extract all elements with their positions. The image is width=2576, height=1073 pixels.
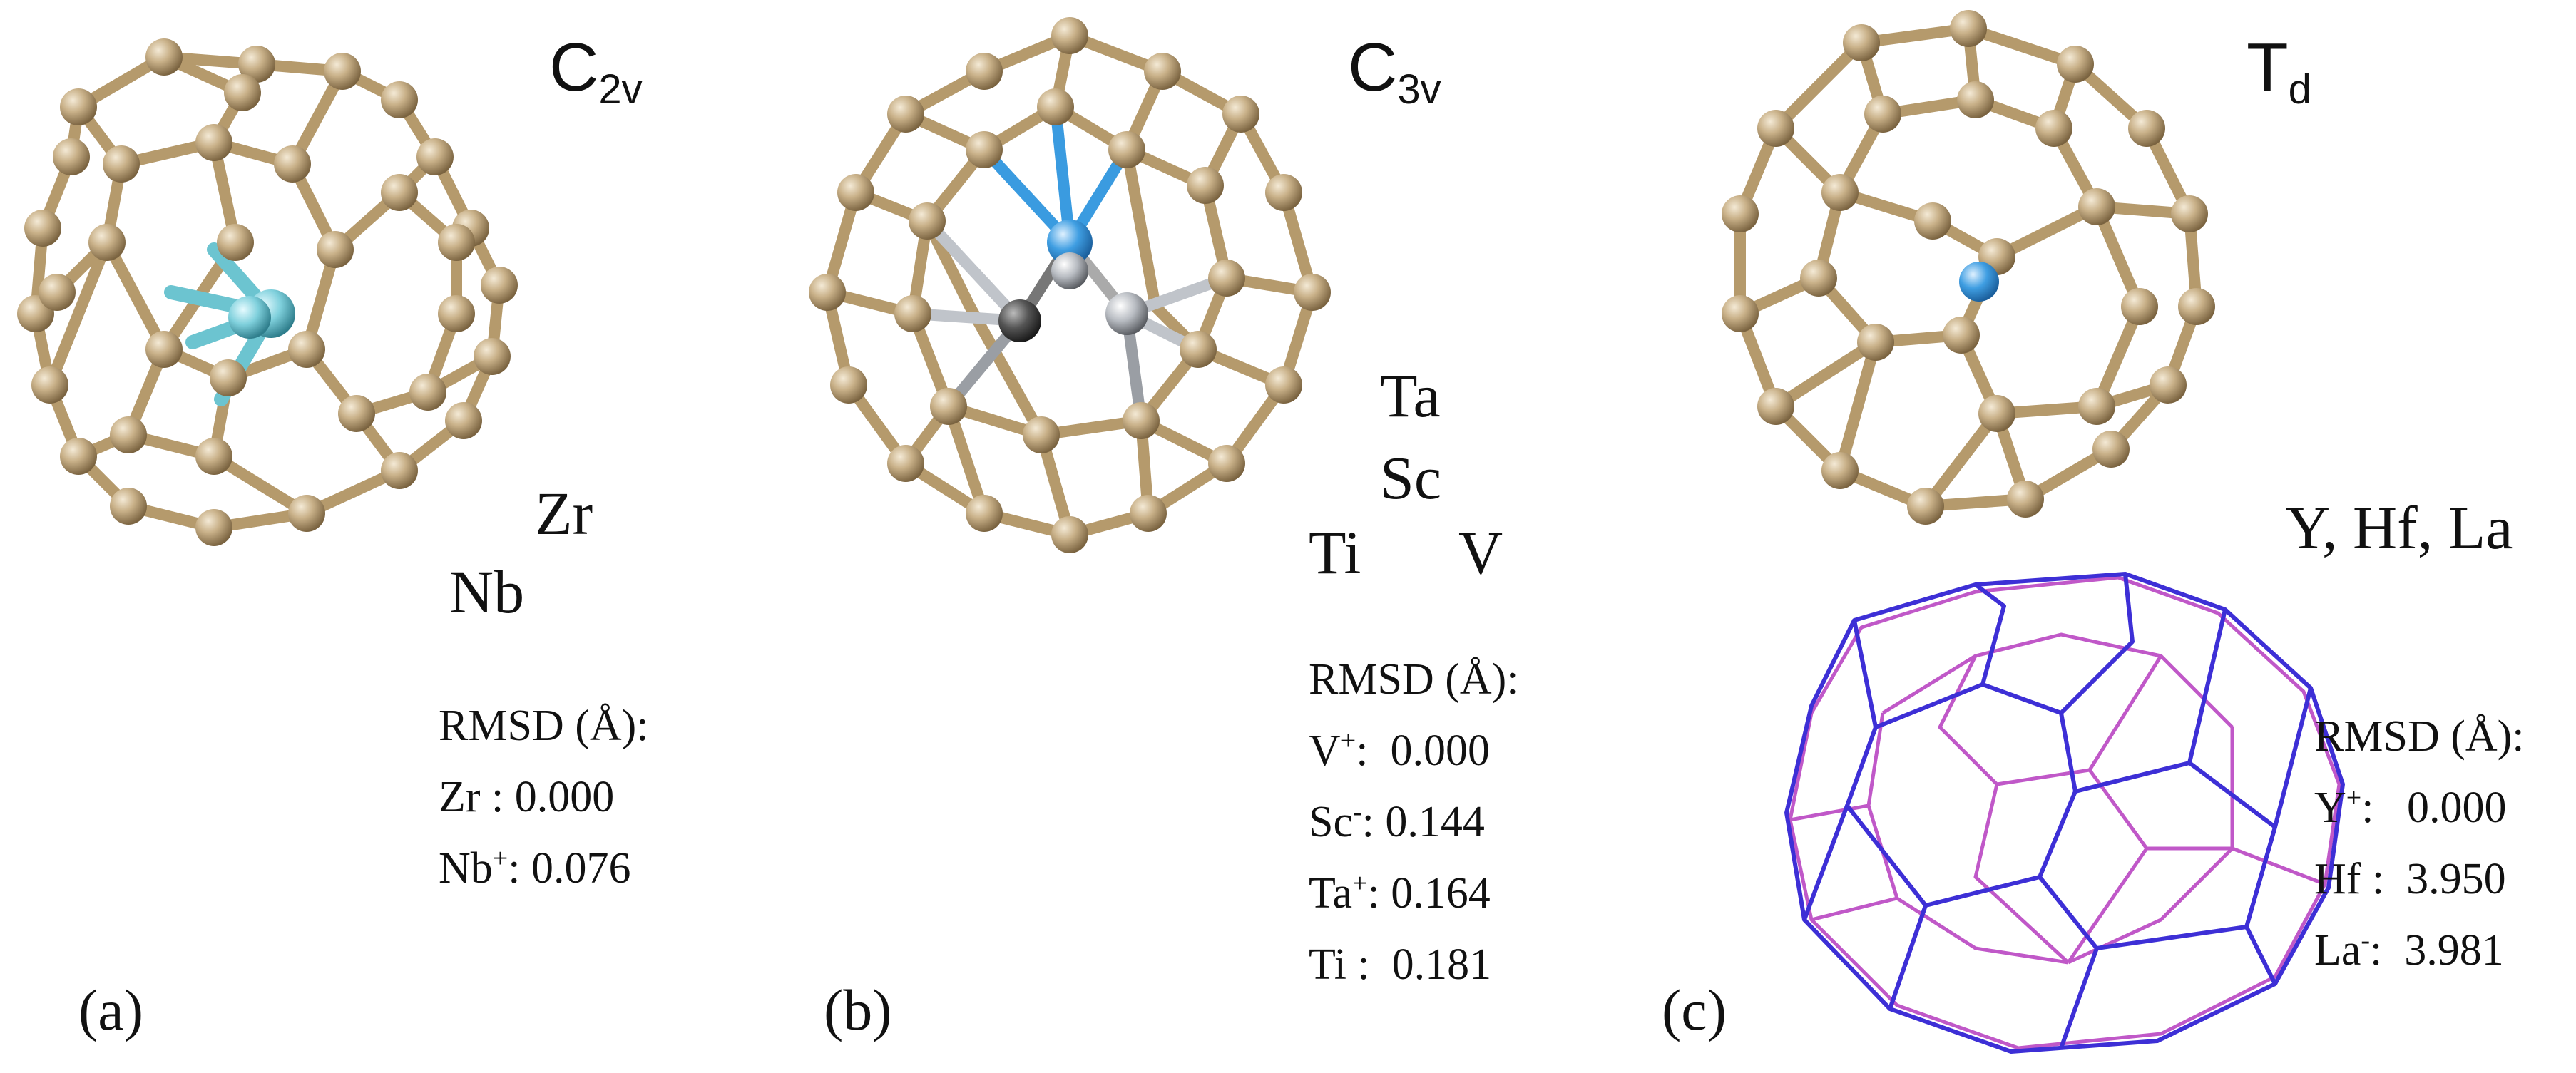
rmsd-title: RMSD (Å): [1309, 655, 1519, 704]
rmsd-title: RMSD (Å): [2314, 712, 2525, 761]
symmetry-label-a: C2v [549, 29, 643, 113]
rmsd-row: Ta+: 0.164 [1309, 868, 1491, 918]
rmsd-table-a: RMSD (Å): Zr : 0.000 Nb+: 0.076 [439, 695, 649, 899]
rmsd-row: Hf : 3.950 [2314, 855, 2506, 903]
rmsd-row: La-: 3.981 [2314, 925, 2504, 975]
element-label-v: V [1458, 518, 1503, 587]
element-label-ta: Ta [1380, 361, 1441, 430]
rmsd-row: Y+: 0.000 [2314, 783, 2507, 832]
panel-label-a: (a) [78, 977, 144, 1042]
dopant-atom-c [1959, 262, 1999, 302]
molecule-b [809, 17, 1331, 553]
rmsd-table-c: RMSD (Å): Y+: 0.000 Hf : 3.950 La-: 3.98… [2314, 706, 2525, 981]
element-label-zr: Zr [535, 479, 593, 548]
panel-label-c: (c) [1662, 977, 1727, 1042]
rmsd-row: Ti : 0.181 [1309, 940, 1492, 989]
rmsd-table-b: RMSD (Å): V+: 0.000 Sc-: 0.144 Ta+: 0.16… [1309, 649, 1519, 995]
wireframe-blue [1784, 572, 2345, 1054]
symmetry-label-c: Td [2247, 29, 2311, 113]
carbon-atoms-b [809, 17, 1331, 553]
dopant-atoms-a [228, 289, 295, 339]
rmsd-row: Sc-: 0.144 [1309, 797, 1485, 846]
wireframe-pink [1788, 575, 2341, 1050]
element-label-nb: Nb [449, 558, 525, 626]
rmsd-row: Zr : 0.000 [439, 773, 615, 821]
molecule-c [1722, 10, 2215, 525]
panel-label-b: (b) [824, 977, 892, 1042]
molecule-a [17, 38, 518, 546]
carbon-atoms-c [1722, 10, 2215, 525]
element-label-ti: Ti [1309, 518, 1361, 587]
rmsd-row: V+: 0.000 [1309, 726, 1490, 775]
element-label-sc: Sc [1380, 443, 1441, 512]
rmsd-title: RMSD (Å): [439, 702, 649, 750]
element-label-y-hf-la: Y, Hf, La [2286, 493, 2513, 562]
dopant-atoms-b [998, 220, 1148, 342]
wireframe-overlay-c [1784, 572, 2345, 1054]
rmsd-row: Nb+: 0.076 [439, 843, 631, 893]
carbon-atoms-a [17, 38, 518, 546]
symmetry-label-b: C3v [1348, 29, 1441, 113]
